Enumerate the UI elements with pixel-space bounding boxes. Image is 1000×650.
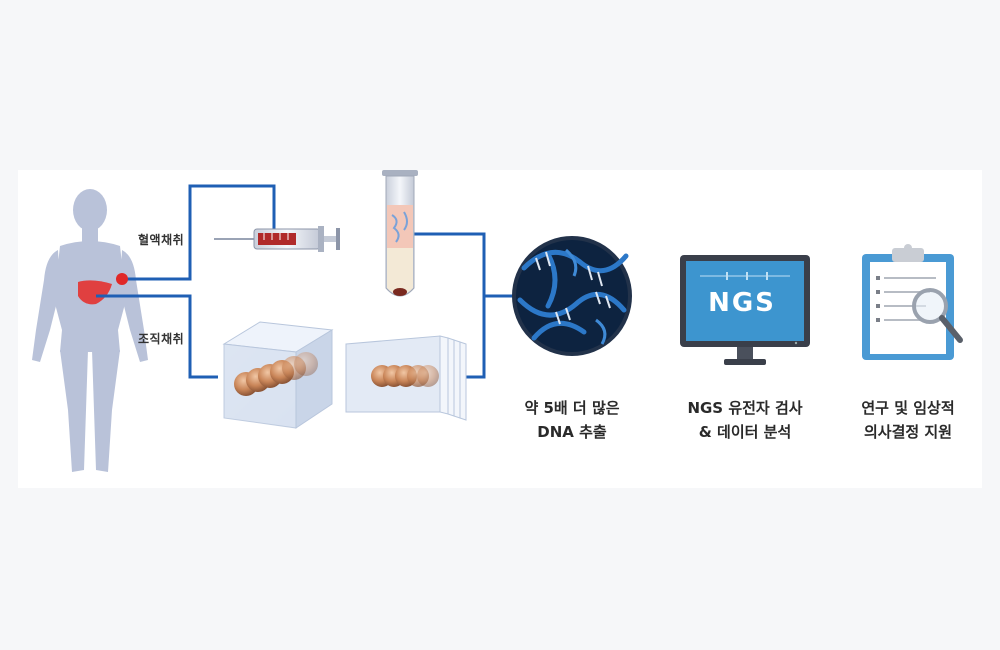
monitor-icon xyxy=(680,255,810,365)
test-tube-icon xyxy=(382,170,418,297)
tissue-block-icon xyxy=(222,321,334,429)
connector-lines xyxy=(96,184,520,379)
blood-point-icon xyxy=(116,273,128,285)
dna-icon xyxy=(512,236,632,356)
liver-icon xyxy=(78,280,112,305)
tissue-slices-icon xyxy=(345,335,467,421)
caption-line: & 데이터 분석 xyxy=(698,423,792,441)
caption-line: 연구 및 임상적 xyxy=(861,399,955,417)
step-dna-extraction-caption: 약 5배 더 많은 DNA 추출 xyxy=(472,396,672,444)
human-body-icon xyxy=(32,189,148,472)
clipboard-icon xyxy=(862,244,963,360)
caption-line: 약 5배 더 많은 xyxy=(524,399,620,417)
caption-line: DNA 추출 xyxy=(537,423,607,441)
diagram-panel xyxy=(18,170,982,488)
syringe-icon xyxy=(214,226,340,252)
caption-line: NGS 유전자 검사 xyxy=(687,399,803,417)
step-ngs-analysis-caption: NGS 유전자 검사 & 데이터 분석 xyxy=(645,396,845,444)
caption-line: 의사결정 지원 xyxy=(863,423,953,441)
monitor-text: NGS xyxy=(708,288,776,318)
tissue-collection-label: 조직채취 xyxy=(138,332,185,346)
blood-collection-label: 혈액채취 xyxy=(138,233,185,247)
step-decision-support-caption: 연구 및 임상적 의사결정 지원 xyxy=(808,396,1000,444)
